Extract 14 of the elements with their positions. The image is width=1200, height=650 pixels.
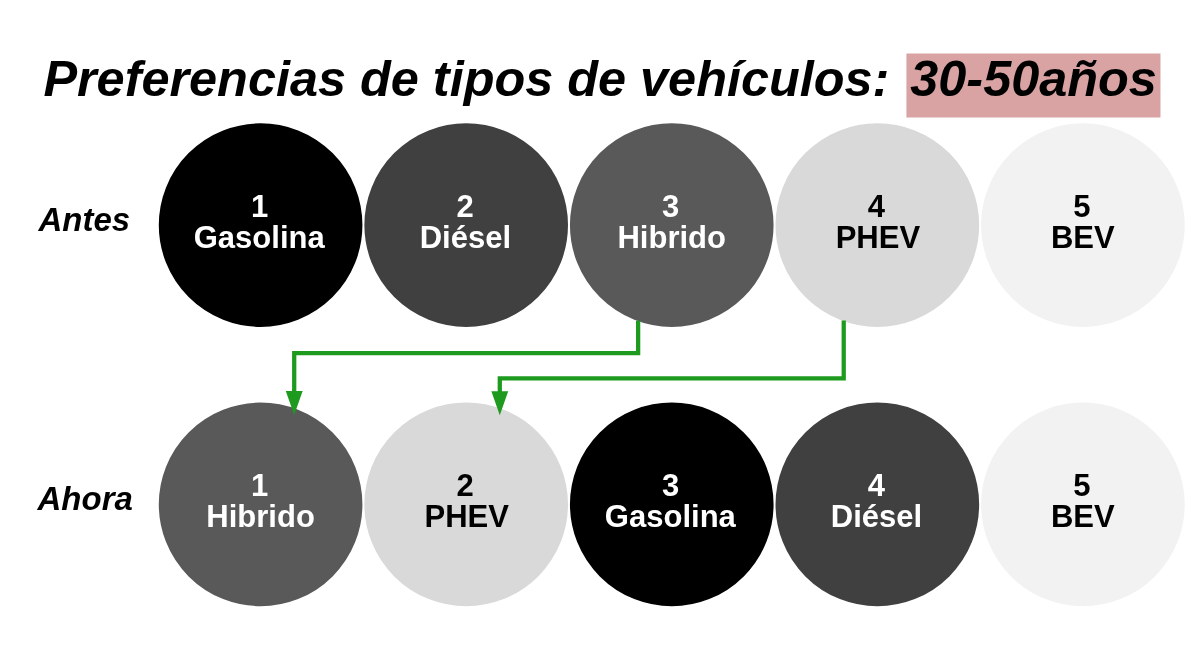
node-circle: 3 Gasolina [569,402,774,607]
node-circle: 1 Hibrido [158,402,363,607]
label: Antes [38,201,131,239]
node-circle: 2 Diésel [364,123,568,327]
node-circle: 3 Hibrido [569,123,774,327]
node-circle: 5 BEV [981,402,1185,607]
arrow [285,320,641,416]
arrow [491,320,846,416]
node-circle: 4 PHEV [775,123,980,327]
node-circle: 4 Diésel [775,402,980,607]
node-circle: 2 PHEV [364,402,568,607]
node-circle: 1 Gasolina [158,123,363,327]
diagram-title: Preferencias de tipos de vehículos: 30-50años [43,49,1157,107]
label: Ahora [37,480,133,518]
